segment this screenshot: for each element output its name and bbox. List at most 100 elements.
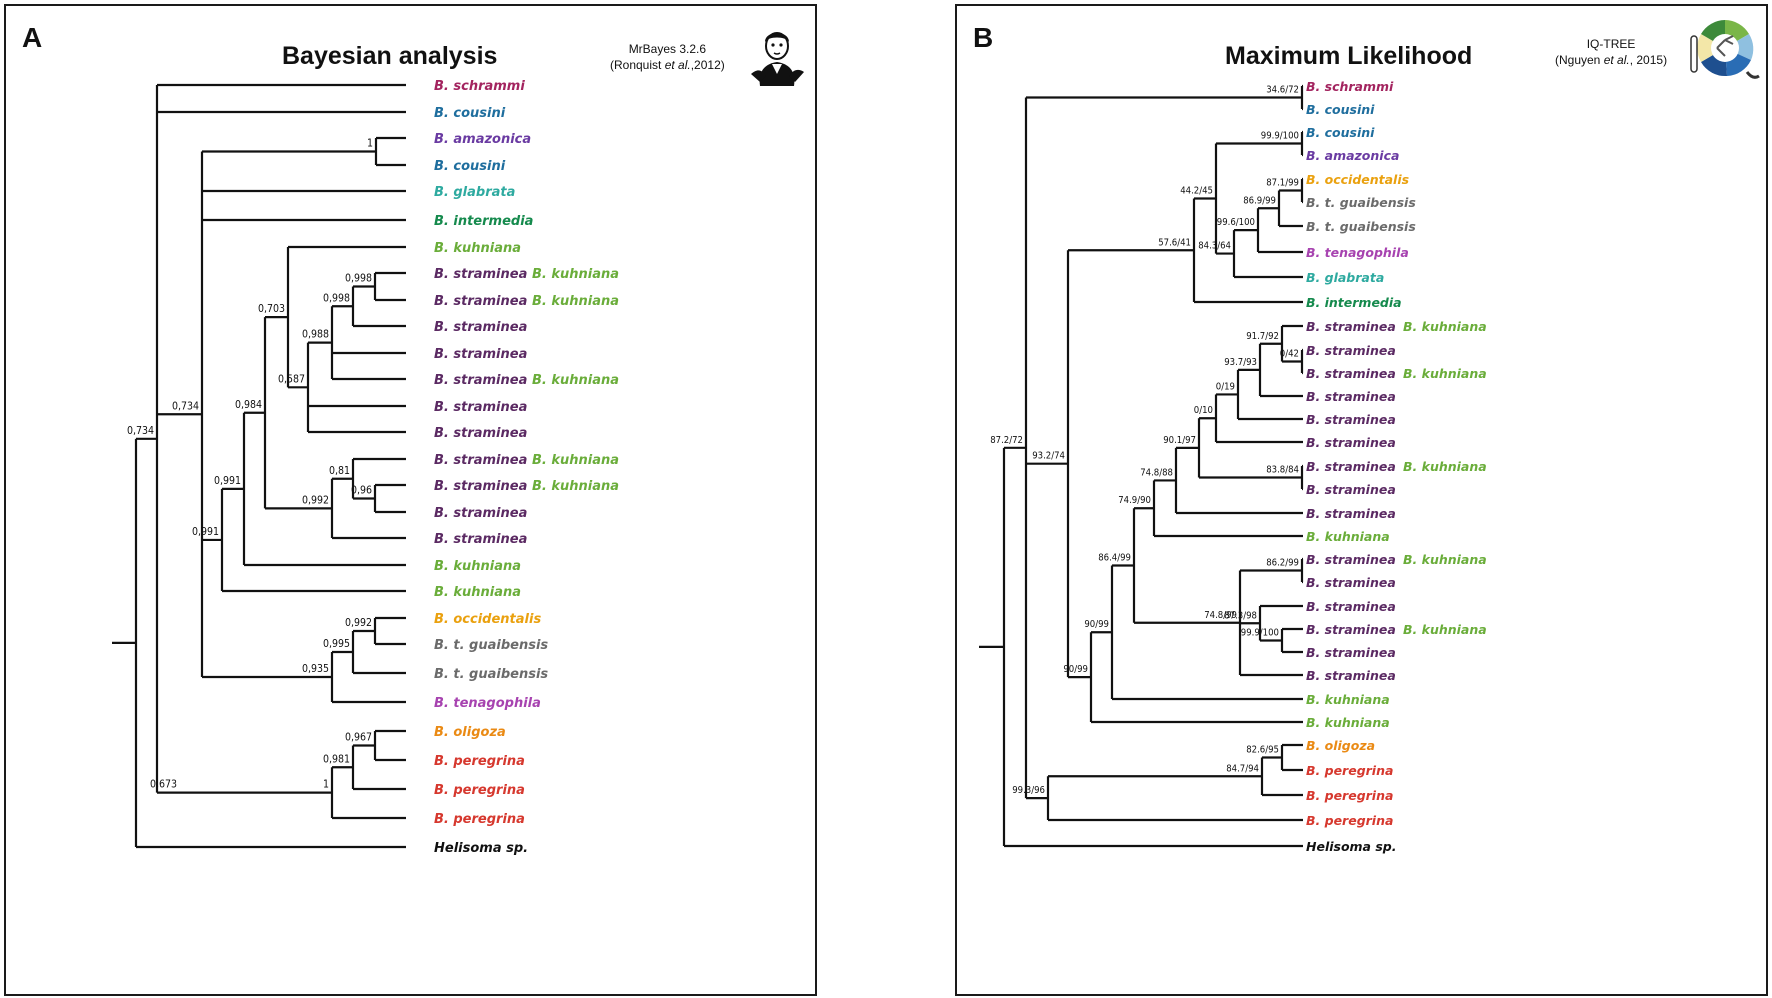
taxon-label: B. peregrina (434, 783, 525, 798)
taxon-label: B. glabrata (434, 185, 515, 200)
support-value: 44.2/45 (1180, 186, 1213, 197)
taxon-label: B. straminea (434, 400, 527, 415)
taxon-label: B. straminea (434, 479, 527, 494)
support-value: 0,984 (235, 399, 262, 411)
taxon-label: B. straminea (1306, 389, 1396, 404)
taxon-label: B. cousini (1306, 125, 1375, 140)
support-value: 1 (323, 779, 329, 791)
support-value: 99.9/100 (1261, 131, 1299, 142)
support-value: 34.6/72 (1266, 85, 1299, 96)
taxon-label: B. kuhniana (434, 241, 521, 256)
support-value: 0,995 (323, 638, 350, 650)
taxon-label-extra: B. kuhniana (1403, 366, 1487, 381)
software-citation: (Nguyen et al., 2015) (1555, 53, 1668, 67)
taxon-label: B. kuhniana (434, 585, 521, 600)
support-value: 74.8/99 (1204, 610, 1237, 621)
taxon-label: B. straminea (1306, 343, 1396, 358)
taxon-label-extra: B. kuhniana (532, 294, 619, 309)
taxon-label: B. straminea (434, 426, 527, 441)
panel-a-bayesian: A Bayesian analysis MrBayes 3.2.6 (Ronqu… (4, 4, 817, 996)
taxon-label: B. kuhniana (1306, 692, 1390, 707)
taxon-label: B. straminea (1306, 552, 1396, 567)
taxon-label: B. straminea (1306, 435, 1396, 450)
taxon-label: B. straminea (1306, 645, 1396, 660)
panel-b-maximum-likelihood: B Maximum Likelihood IQ-TREE (Nguyen et … (955, 4, 1768, 996)
taxon-label: B. t. guaibensis (1306, 219, 1416, 234)
support-value: 0,992 (302, 494, 329, 506)
support-value: 91.7/92 (1246, 331, 1279, 342)
support-value: 0,734 (172, 400, 199, 412)
support-value: 90.1/97 (1163, 435, 1196, 446)
software-credit: IQ-TREE (Nguyen et al., 2015) (1555, 36, 1667, 68)
taxon-label: B. schrammi (1306, 79, 1394, 94)
bayesian-tree: 10,9980,9980,9880,5870,7030,960,810,9920… (112, 79, 619, 856)
taxon-label: B. amazonica (434, 132, 531, 147)
taxon-label: B. tenagophila (1306, 245, 1409, 260)
support-value: 84.3/64 (1198, 241, 1231, 252)
taxon-label: B. straminea (1306, 599, 1396, 614)
support-value: 0,991 (192, 526, 219, 538)
taxon-label: B. amazonica (1306, 148, 1399, 163)
taxon-label: B. straminea (434, 373, 527, 388)
taxon-label: B. cousini (1306, 102, 1375, 117)
taxon-label: B. occidentalis (434, 612, 541, 627)
support-value: 0,998 (323, 292, 350, 304)
support-value: 86.2/99 (1266, 558, 1299, 569)
ml-tree: 34.6/7299.9/10087.1/9986.9/9999.6/10084.… (979, 79, 1487, 854)
software-name: IQ-TREE (1586, 37, 1636, 51)
taxon-label: B. straminea (1306, 319, 1396, 334)
support-value: 0,998 (345, 273, 372, 285)
taxon-label-extra: B. kuhniana (532, 267, 619, 282)
support-value: 99.6/100 (1217, 217, 1255, 228)
taxon-label: B. oligoza (1306, 738, 1375, 753)
taxon-label-extra: B. kuhniana (532, 373, 619, 388)
taxon-label: B. peregrina (434, 754, 525, 769)
taxon-label: B. straminea (1306, 412, 1396, 427)
support-value: 0,734 (127, 425, 154, 437)
taxon-label: B. straminea (434, 506, 527, 521)
taxon-label: B. straminea (1306, 575, 1396, 590)
taxon-label: B. straminea (434, 453, 527, 468)
taxon-label-extra: B. kuhniana (532, 453, 619, 468)
taxon-label: B. kuhniana (434, 559, 521, 574)
support-value: 0,967 (345, 732, 372, 744)
taxon-label: B. straminea (1306, 668, 1396, 683)
panel-title: Maximum Likelihood (1225, 42, 1473, 70)
taxon-label: B. oligoza (434, 725, 506, 740)
support-value: 93.7/93 (1224, 357, 1257, 368)
taxon-label: B. kuhniana (1306, 529, 1390, 544)
software-citation: (Ronquist et al.,2012) (610, 58, 725, 72)
taxon-label-extra: B. kuhniana (1403, 459, 1487, 474)
support-value: 0/10 (1194, 405, 1213, 416)
taxon-label-extra: B. kuhniana (1403, 622, 1487, 637)
support-value: 86.9/99 (1243, 195, 1276, 206)
support-value: 0,991 (214, 475, 241, 487)
taxon-label: B. kuhniana (1306, 715, 1390, 730)
taxon-label: B. peregrina (1306, 763, 1393, 778)
support-value: 57.6/41 (1158, 237, 1191, 248)
taxon-label: B. straminea (1306, 366, 1396, 381)
taxon-label: B. t. guaibensis (1306, 195, 1416, 210)
support-value: 74.9/90 (1118, 495, 1151, 506)
support-value: 0,988 (302, 329, 329, 341)
support-value: 0/19 (1216, 381, 1235, 392)
support-value: 90/99 (1063, 664, 1088, 675)
taxon-label: B. peregrina (1306, 788, 1393, 803)
software-name: MrBayes 3.2.6 (628, 42, 707, 56)
taxon-label: B. straminea (1306, 482, 1396, 497)
support-value: 93.2/74 (1032, 451, 1065, 462)
taxon-label: B. straminea (434, 347, 527, 362)
taxon-label: B. schrammi (434, 79, 525, 94)
taxon-label: B. cousini (434, 106, 506, 121)
support-value: 0,587 (278, 373, 305, 385)
support-value: 82.6/95 (1246, 745, 1279, 756)
taxon-label-extra: B. kuhniana (1403, 319, 1487, 334)
support-value: 83.8/84 (1266, 465, 1299, 476)
support-value: 74.8/88 (1140, 467, 1173, 478)
taxon-label-extra: B. kuhniana (532, 479, 619, 494)
portrait-icon (751, 32, 804, 86)
panel-letter: A (22, 22, 43, 53)
taxon-label: B. tenagophila (434, 696, 541, 711)
taxon-label: B. intermedia (1306, 295, 1402, 310)
support-value: 0,981 (323, 753, 350, 765)
